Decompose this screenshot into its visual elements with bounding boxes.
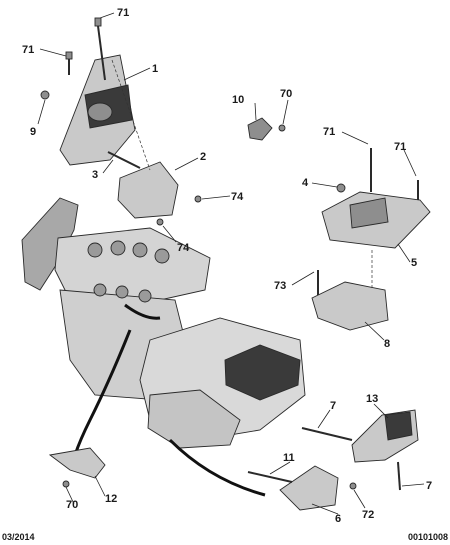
callout-9: 9 [30, 126, 36, 138]
callout-71-right: 71 [394, 141, 406, 153]
bolt-71-left [65, 51, 73, 75]
gearbox-bellhousing [147, 389, 241, 449]
part-13-torque-mount [301, 409, 419, 491]
part-1-engine-bracket [59, 54, 136, 166]
footer-date: 03/2014 [2, 532, 35, 542]
alignment-line-1 [111, 59, 151, 171]
bolt-7-left [301, 427, 353, 441]
bolt-3 [107, 151, 141, 169]
callout-3: 3 [92, 169, 98, 181]
callout-7-right: 7 [426, 480, 432, 492]
part-2-bracket [107, 151, 202, 226]
nut-72 [349, 482, 357, 490]
callout-73: 73 [274, 280, 286, 292]
callout-70-bottom: 70 [66, 499, 78, 511]
callout-4: 4 [302, 177, 309, 189]
part-10-small-bracket [247, 117, 286, 141]
callout-5: 5 [411, 257, 417, 269]
part-6-bracket [247, 465, 357, 511]
bolt-11 [247, 471, 293, 483]
engine-gearbox-assembly [21, 197, 306, 497]
callout-71-mid: 71 [323, 126, 335, 138]
nut-74-right [194, 195, 202, 203]
intake-ports [87, 240, 170, 303]
callout-74-right: 74 [231, 191, 244, 203]
bolt-7-right [397, 461, 401, 491]
callout-7-left: 7 [330, 400, 336, 412]
callout-71-top: 71 [117, 7, 129, 19]
callout-72: 72 [362, 509, 374, 521]
callout-labels: 71 71 1 9 10 70 2 3 74 74 71 71 4 5 73 8… [22, 7, 432, 525]
footer-reference: 00101008 [408, 532, 448, 542]
drive-hose-right [168, 438, 266, 497]
engine-hose [124, 303, 161, 320]
bolt-71-top [94, 17, 106, 81]
nut-4 [336, 183, 346, 193]
drive-hose-left [73, 329, 132, 456]
callout-11: 11 [283, 452, 295, 464]
leader-lines [37, 12, 425, 515]
callout-74-bottom: 74 [177, 242, 190, 254]
callout-71-left: 71 [22, 44, 34, 56]
callout-8: 8 [384, 338, 390, 350]
nut-9 [40, 90, 50, 100]
engine-cylinder-head [54, 227, 211, 301]
callout-1: 1 [152, 63, 158, 75]
callout-70-top: 70 [280, 88, 292, 100]
callout-12: 12 [105, 493, 117, 505]
callout-13: 13 [366, 393, 378, 405]
part-5-gearbox-mount [321, 148, 431, 249]
callout-10: 10 [232, 94, 244, 106]
callout-6: 6 [335, 513, 341, 525]
callout-2: 2 [200, 151, 206, 163]
nut-70-bottom [62, 480, 70, 488]
nut-74-bottom [156, 218, 164, 226]
part-8-lower-mount [311, 270, 389, 331]
part-12-bracket [48, 447, 106, 488]
gearbox-mount-rubber [224, 344, 301, 401]
